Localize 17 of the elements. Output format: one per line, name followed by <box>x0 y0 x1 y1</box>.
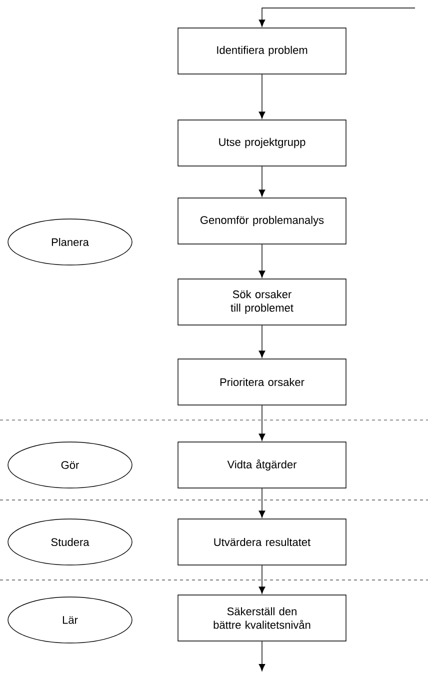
process-box: Vidta åtgärder <box>178 442 346 488</box>
process-box: Säkerställ den bättre kvalitetsnivån <box>178 594 346 642</box>
process-box: Genomför problemanalys <box>178 198 346 244</box>
process-box: Utse projektgrupp <box>178 120 346 166</box>
arrow <box>258 8 416 27</box>
process-box: Identifiera problem <box>178 28 346 74</box>
arrow <box>258 244 266 278</box>
arrow <box>258 74 266 119</box>
process-box: Utvärdera resultatet <box>178 518 346 566</box>
arrow <box>258 565 266 594</box>
arrow <box>258 641 266 672</box>
arrow <box>258 488 266 518</box>
arrow <box>258 405 266 441</box>
arrow <box>258 166 266 197</box>
arrow <box>258 325 266 358</box>
process-box: Sök orsaker till problemet <box>178 278 346 326</box>
process-box: Prioritera orsaker <box>178 358 346 406</box>
